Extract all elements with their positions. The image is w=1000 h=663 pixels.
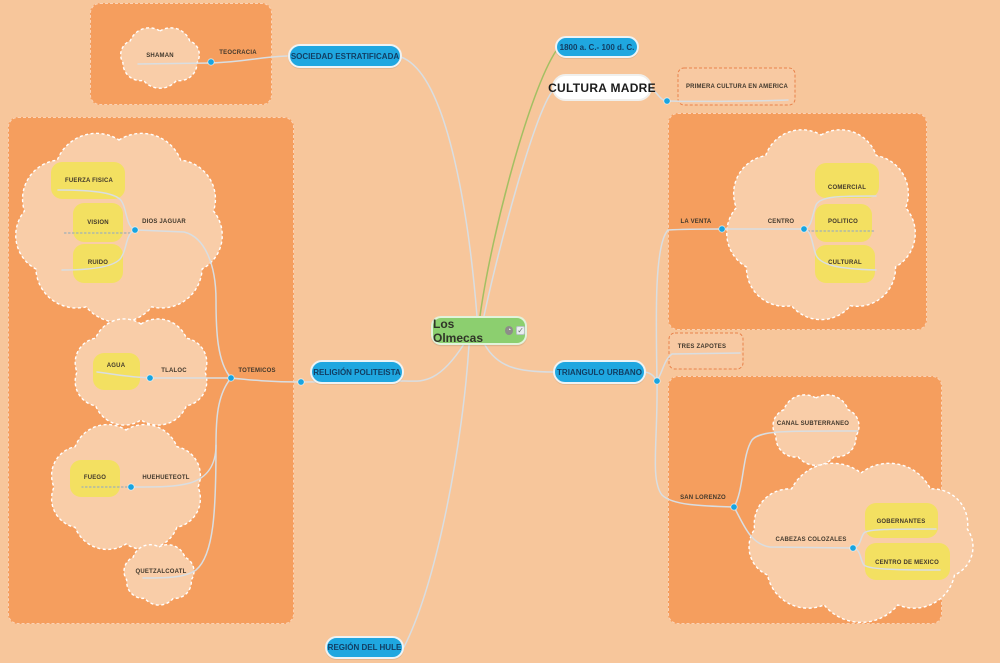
edge-triangulo-san-lorenzo [654,380,735,508]
edge-san-lorenzo-cabezas [733,506,854,549]
label-shaman[interactable]: SHAMAN [146,53,174,59]
label-centro[interactable]: CENTRO [767,219,795,225]
label-cabezas-colozales[interactable]: CABEZAS COLOZALES [775,537,847,543]
label-primera-cultura[interactable]: PRIMERA CULTURA EN AMERICA [685,84,789,90]
label-tlaloc[interactable]: TLALOC [161,368,187,374]
edge-cultura-primera [650,88,789,103]
edge-totemicos-dios-jaguar [135,229,232,379]
edge-centro-cultural [803,228,877,271]
box-centro-de-mexico[interactable] [865,543,950,580]
junction-dot[interactable] [718,225,726,233]
label-centro-de-mexico[interactable]: CENTRO DE MEXICO [875,560,939,566]
junction-dot[interactable] [800,225,808,233]
label-san-lorenzo[interactable]: SAN LORENZO [680,495,726,501]
cloud-quetzalcoatl[interactable] [123,544,195,606]
topic-fecha[interactable]: 1800 a. C.- 100 d. C. [555,36,639,58]
label-la-venta[interactable]: LA VENTA [680,219,712,225]
topic-sociedad-estratificada[interactable]: SOCIEDAD ESTRATIFICADA [288,44,402,68]
junction-dot[interactable] [131,226,139,234]
box-tres-zapotes[interactable] [668,332,744,370]
topic-region-del-hule[interactable]: REGIÓN DEL HULE [325,636,404,659]
box-cultural[interactable] [815,245,875,283]
box-ruido[interactable] [73,244,123,283]
label-agua[interactable]: AGUA [106,363,126,369]
edge-jaguar-ruido [61,229,137,271]
cloud-canal[interactable] [772,394,860,466]
label-quetzalcoatl[interactable]: QUETZALCOATL [135,569,187,575]
edge-center-region-hule [387,344,470,653]
label-tres-zapotes[interactable]: TRES ZAPOTES [677,344,727,350]
cloud-agua[interactable] [74,318,208,426]
box-comercial[interactable] [815,163,879,198]
progress-icon[interactable]: ◔ [504,326,514,335]
junction-dot[interactable] [730,503,738,511]
edge-cabezas-centro-mexico [852,547,941,571]
label-fuego[interactable]: FUEGO [83,475,107,481]
junction-dot[interactable] [146,374,154,382]
junction-dot[interactable] [663,97,671,105]
edge-center-religion [230,343,465,383]
edge-center-cultura-madre [483,88,555,317]
topic-cultura-madre[interactable]: CULTURA MADRE [548,74,656,101]
box-primera-cultura[interactable] [677,67,796,106]
box-vision[interactable] [73,203,123,242]
label-canal-subterraneo[interactable]: CANAL SUBTERRANEO [776,421,850,427]
edge-cabezas-gobernantes [852,528,937,549]
junction-dot[interactable] [297,378,305,386]
cloud-shaman[interactable] [119,27,201,89]
junction-dot[interactable] [127,483,135,491]
label-comercial[interactable]: COMERCIAL [827,185,867,191]
junction-dot[interactable] [227,374,235,382]
label-totemicos[interactable]: TOTEMICOS [238,368,276,374]
edge-totemicos-quetzalcoatl [142,444,217,579]
junction-dot[interactable] [849,544,857,552]
edge-sociedad-center [400,56,478,317]
root-node-title: Los Olmecas [433,316,484,345]
edge-totemicos-huehueteotl [131,377,232,488]
label-cultural[interactable]: CULTURAL [828,260,862,266]
label-politico[interactable]: POLITICO [828,219,858,225]
topic-religion-politeista[interactable]: RELIGIÓN POLITEISTA [310,360,404,384]
label-teocracia[interactable]: TEOCRACIA [219,50,257,56]
label-gobernantes[interactable]: GOBERNANTES [876,519,926,525]
edge-triangulo-la-venta-centro [655,228,805,382]
label-fuerza-fisica[interactable]: FUERZA FISICA [64,178,114,184]
edge-san-lorenzo-canal [733,430,859,508]
label-ruido[interactable]: RUIDO [87,260,109,266]
edge-jaguar-fuerza [57,189,137,231]
topic-triangulo-urbano[interactable]: TRIANGULO URBANO [553,360,646,384]
junction-dot[interactable] [653,377,661,385]
edge-center-fecha [479,50,557,317]
box-agua[interactable] [93,353,140,390]
checkbox-icon[interactable]: ✓ [516,326,525,335]
edge-centro-comercial [803,195,877,230]
label-huehueteotl[interactable]: HUEHUETEOTL [142,475,190,481]
box-fuego[interactable] [70,460,120,497]
root-node-los-olmecas[interactable]: Los Olmecas ◔ ✓ [431,316,527,345]
box-politico[interactable] [815,204,872,242]
label-dios-jaguar[interactable]: DIOS JAGUAR [142,219,186,225]
junction-dot[interactable] [207,58,215,66]
edge-center-triangulo [484,344,658,382]
label-vision[interactable]: VISION [87,220,109,226]
